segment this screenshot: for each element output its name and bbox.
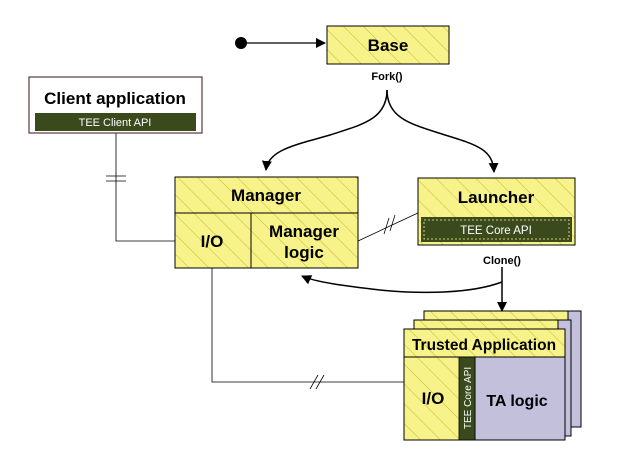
ta-link-tick-2 [315,374,325,390]
trusted-application-stack: Trusted Application TEE Core API I/O TA … [403,310,582,441]
launcher-api-bar [421,217,572,242]
manager-box [174,176,359,269]
client-to-manager-link [115,133,175,242]
manager-node: Manager I/O Manager logic [174,176,359,269]
base-box [326,25,450,65]
manager-logic-line2: logic [284,243,324,262]
launcher-api-label: TEE Core API [460,225,532,237]
launcher-api-dashed-border [423,219,570,240]
manager-io-label: I/O [201,232,224,251]
fork-arrow-to-launcher [386,89,499,173]
ta-logic-label: TA logic [486,393,547,410]
base-label: Base [368,36,409,55]
ta-io-label: I/O [422,389,445,408]
ta-core-api-bar [458,356,476,441]
launcher-title: Launcher [458,188,535,207]
ta-core-api-label: TEE Core API [463,367,474,429]
ta-title: Trusted Application [412,337,556,354]
manager-to-launcher-link [357,211,421,242]
base-node: Base [326,25,450,65]
manager-logic-line1: Manager [269,222,339,241]
start-node [235,37,247,49]
client-api-label: TEE Client API [79,117,152,129]
ta-logic-box [474,356,566,441]
clone-arrow-to-manager [301,275,503,294]
fork-arrow-to-manager [261,89,388,171]
clone-label: Clone() [483,255,521,267]
launcher-link-tick-1 [383,217,390,235]
launcher-link-tick-2 [389,214,396,232]
client-api-bar [35,113,196,131]
client-application-node: Client application TEE Client API [28,76,203,134]
manager-title: Manager [231,186,301,205]
ta-link-tick-1 [309,374,319,390]
ta-front: Trusted Application TEE Core API I/O TA … [403,328,566,441]
client-title: Client application [44,89,186,108]
manager-to-ta-link [211,268,406,383]
launcher-node: Launcher TEE Core API [417,177,576,246]
fork-label: Fork() [371,71,403,83]
